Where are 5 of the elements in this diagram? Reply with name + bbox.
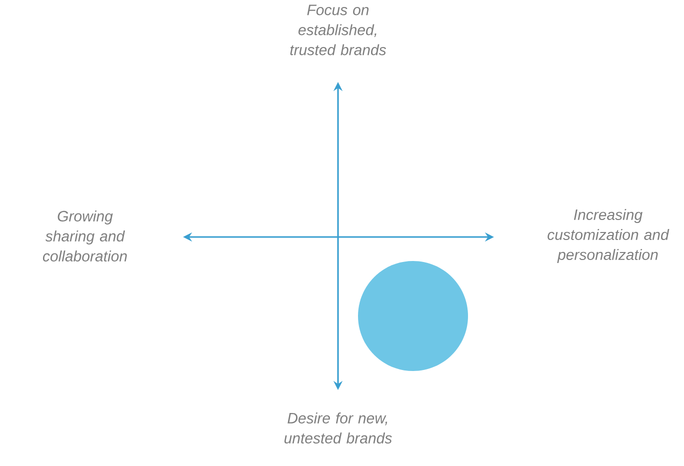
axis-label: Increasing customization and personalization xyxy=(548,209,670,263)
axis-label: Desire for new, untested brands xyxy=(284,412,392,444)
axis-label: Growing sharing and collaboration xyxy=(42,210,127,262)
circle-marker xyxy=(358,261,468,371)
axis-label: Focus on established, trusted brands xyxy=(290,4,386,56)
